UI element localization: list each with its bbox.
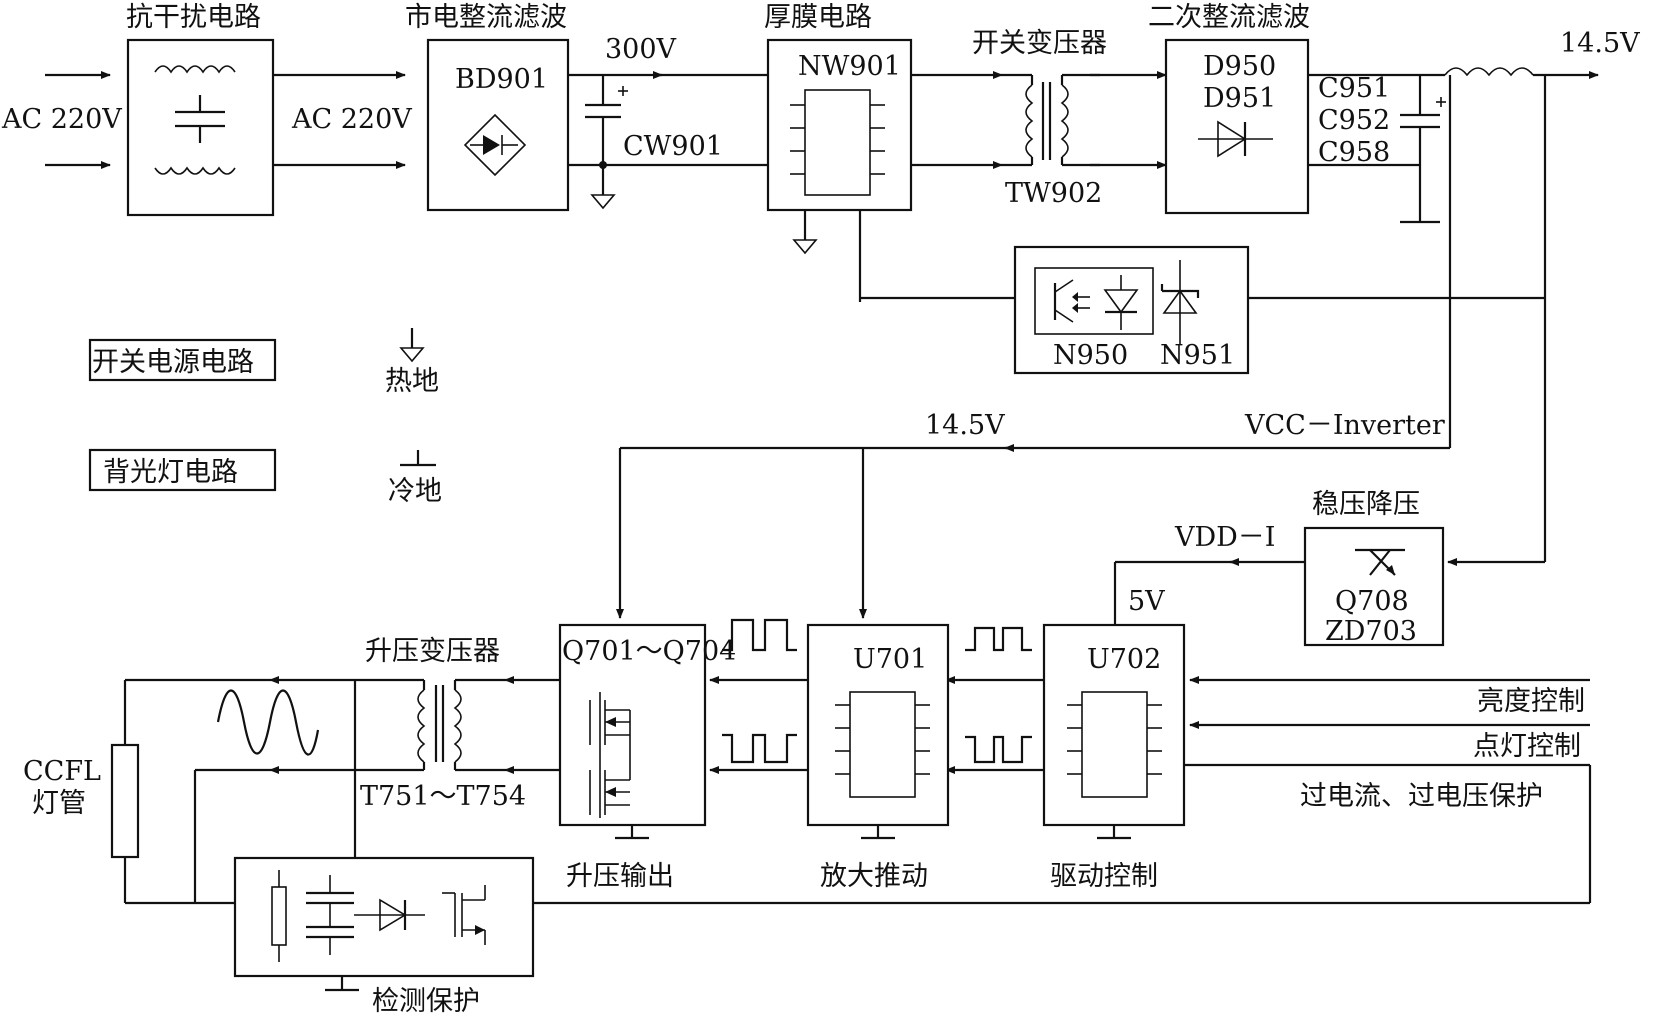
bridge-rectifier-block xyxy=(426,38,570,212)
hot-ground-legend-icon xyxy=(399,328,425,363)
emi-filter-block xyxy=(126,38,275,217)
sine-wave-icon xyxy=(216,689,320,756)
ac-input-label: AC 220V xyxy=(1,104,122,135)
regulator-block xyxy=(1303,526,1445,647)
boost-out-label: 升压输出 xyxy=(566,861,674,892)
c958-label: C958 xyxy=(1318,137,1390,168)
detect-label: 检测保护 xyxy=(372,986,480,1015)
u701-label: U701 xyxy=(853,644,927,675)
q701-block xyxy=(558,623,707,840)
boost-xfmr-title: 升压变压器 xyxy=(365,636,500,667)
square-wave-icon xyxy=(722,618,797,652)
ccfl-label-1: CCFL xyxy=(23,756,101,787)
output-capacitor xyxy=(1400,75,1446,224)
light-ctrl-label: 点灯控制 xyxy=(1473,731,1581,762)
u701-block xyxy=(806,623,950,840)
square-wave-icon xyxy=(965,626,1032,652)
optocoupler-block xyxy=(1013,245,1250,375)
protection-label: 过电流、过电压保护 xyxy=(1300,781,1543,812)
cold-ground-label: 冷地 xyxy=(388,476,442,507)
secondary-rectifier-block xyxy=(1164,38,1310,215)
c952-label: C952 xyxy=(1318,105,1390,136)
ccfl-lamp xyxy=(110,680,140,903)
switch-transformer xyxy=(1002,73,1100,167)
cw901-label: CW901 xyxy=(623,131,723,162)
cold-ground-legend-icon xyxy=(400,450,436,467)
hot-ground-label: 热地 xyxy=(385,366,439,397)
legend-backlight-box xyxy=(88,448,277,492)
vcc-inverter-label: VCC－Inverter xyxy=(1244,410,1445,441)
zd703-label: ZD703 xyxy=(1325,616,1417,647)
xfmr-title: 开关变压器 xyxy=(972,28,1107,59)
nw901-label: NW901 xyxy=(798,51,901,82)
ccfl-label-2: 灯管 xyxy=(32,788,86,819)
ac-mid-label: AC 220V xyxy=(291,104,412,135)
v300-label: 300V xyxy=(605,34,677,65)
legend-power-label: 开关电源电路 xyxy=(92,347,254,378)
thick-film-block xyxy=(766,38,913,302)
hot-ground-icon xyxy=(590,194,616,210)
tw902-label: TW902 xyxy=(1005,178,1102,209)
v5-label: 5V xyxy=(1128,586,1165,617)
cw901-capacitor xyxy=(585,75,628,195)
u702-block xyxy=(1042,623,1186,840)
q708-label: Q708 xyxy=(1335,586,1409,617)
d950-label: D950 xyxy=(1203,51,1276,82)
c951-label: C951 xyxy=(1318,73,1390,104)
emi-title: 抗干扰电路 xyxy=(126,2,261,33)
n951-label: N951 xyxy=(1160,340,1235,371)
vdd-label: VDD－I xyxy=(1174,522,1275,553)
square-wave-icon xyxy=(965,735,1032,764)
output-inductor xyxy=(1444,67,1599,79)
t751-label: T751～T754 xyxy=(360,781,526,812)
amp-drive-label: 放大推动 xyxy=(820,861,928,892)
boost-transformer xyxy=(370,678,505,772)
legend-backlight-label: 背光灯电路 xyxy=(103,457,238,488)
d951-label: D951 xyxy=(1203,83,1276,114)
bus-14v5-label: 14.5V xyxy=(925,410,1005,441)
detect-protect-block xyxy=(233,856,535,992)
reg-title: 稳压降压 xyxy=(1312,489,1420,520)
v-out-label: 14.5V xyxy=(1560,28,1640,59)
bd901-label: BD901 xyxy=(455,64,548,95)
brightness-label: 亮度控制 xyxy=(1477,686,1585,717)
q701-label: Q701～Q704 xyxy=(562,636,736,667)
thick-film-title: 厚膜电路 xyxy=(764,2,872,33)
n950-label: N950 xyxy=(1053,340,1128,371)
u702-label: U702 xyxy=(1087,644,1161,675)
drive-ctrl-label: 驱动控制 xyxy=(1050,861,1158,892)
legend-power-box xyxy=(88,338,277,382)
rect-title: 市电整流滤波 xyxy=(405,2,567,33)
square-wave-icon xyxy=(722,733,797,764)
sec-title: 二次整流滤波 xyxy=(1148,2,1310,33)
